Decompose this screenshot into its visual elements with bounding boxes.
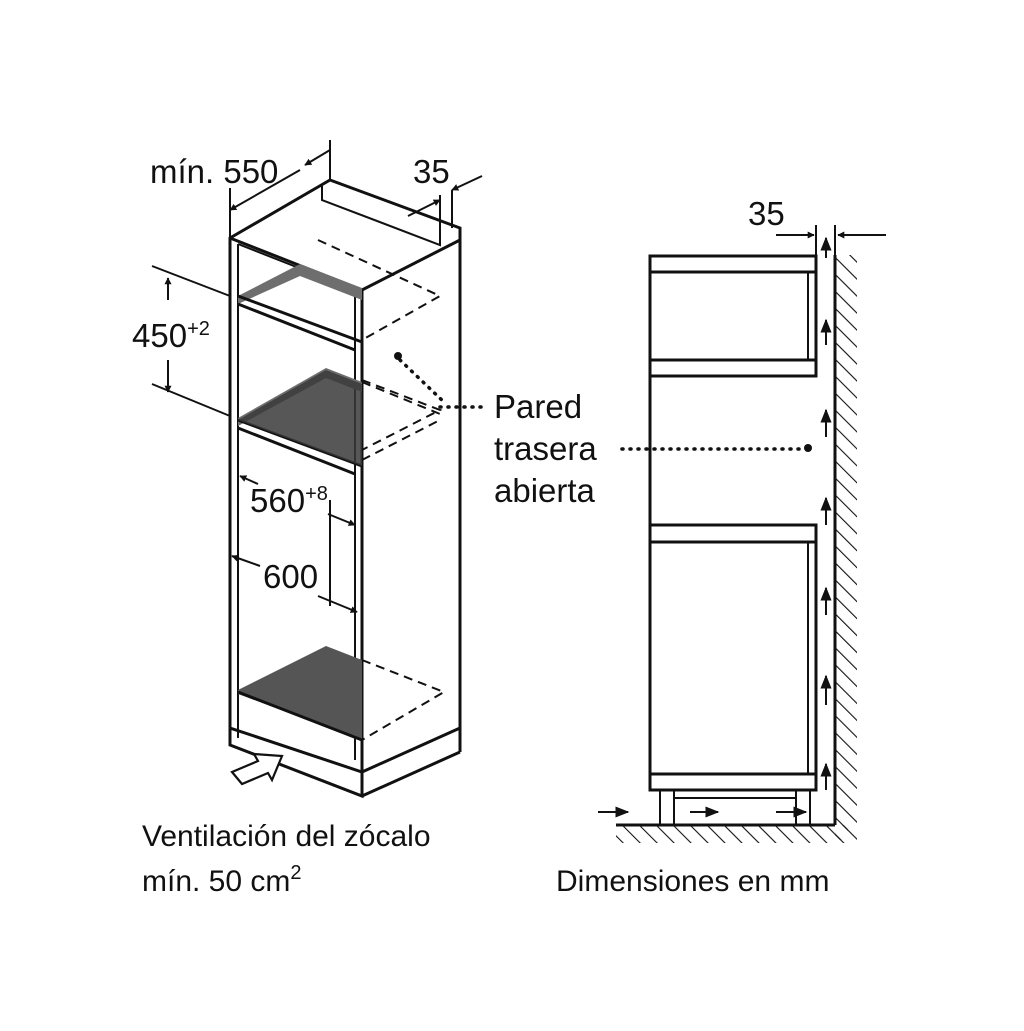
dim-gap-top: 35 (407, 153, 483, 232)
units-caption: Dimensiones en mm (556, 865, 829, 898)
callout-line1: Pared (494, 388, 582, 425)
open-back-callout: Pared trasera abierta (394, 352, 812, 509)
height-label: 450+2 (132, 317, 210, 354)
depth-label: 600 (263, 558, 318, 595)
gap-label-top: 35 (413, 153, 450, 190)
width-min-label: mín. 550 (150, 153, 278, 190)
ventilation-arrow-icon (230, 752, 284, 786)
dim-width-min: mín. 550 (150, 140, 331, 238)
upper-shelf (238, 264, 362, 304)
side-section (598, 236, 857, 843)
vent-caption-line2: mín. 50 cm2 (142, 862, 302, 898)
bottom-shelf (238, 646, 362, 740)
dim-height: 450+2 (132, 265, 231, 417)
cabinet-column (228, 178, 462, 799)
callout-line3: abierta (494, 472, 596, 509)
callout-line2: trasera (494, 430, 597, 467)
inner-width-label: 560+8 (250, 482, 328, 519)
vent-caption-line1: Ventilación del zócalo (142, 820, 431, 853)
gap-label-side: 35 (748, 195, 785, 232)
dim-gap-side: 35 (748, 195, 886, 256)
dim-inner-width: 560+8 (239, 475, 356, 526)
dim-depth: 600 (231, 500, 358, 613)
